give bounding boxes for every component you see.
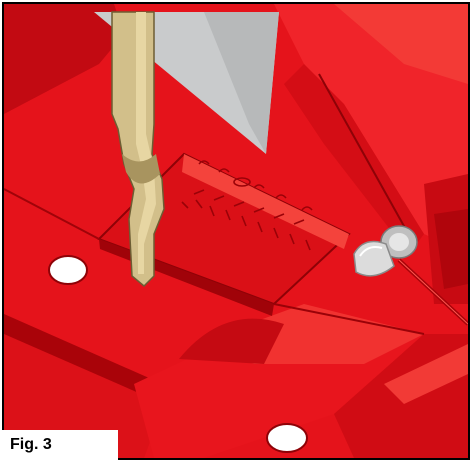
frame-edge-line: [4, 188, 100, 240]
tag-embossed-marks: [181, 160, 313, 251]
upper-shadow: [4, 4, 124, 114]
brass-tag-twist: [122, 154, 160, 184]
bolt-icon: [353, 225, 418, 277]
upper-right-highlight: [334, 4, 468, 84]
plate-edge-line: [273, 303, 425, 335]
mounting-hole-left: [48, 255, 88, 285]
rod-highlight: [398, 259, 468, 325]
mounting-hole-bottom: [266, 423, 308, 453]
lower-left-plate: [4, 334, 164, 458]
lower-left-plate-edge: [4, 314, 174, 404]
rib-edge-line: [318, 73, 415, 245]
lower-right-highlight: [384, 344, 468, 404]
gray-blade-shade: [204, 12, 279, 154]
brass-tag-highlight: [136, 12, 156, 274]
tag-backplate-top-edge: [182, 154, 349, 249]
curved-recess: [179, 318, 284, 364]
right-bracket-shadow: [434, 209, 468, 289]
figure-caption: Fig. 3: [2, 430, 118, 460]
mechanical-illustration: [4, 4, 468, 458]
diagonal-rib: [284, 64, 424, 254]
